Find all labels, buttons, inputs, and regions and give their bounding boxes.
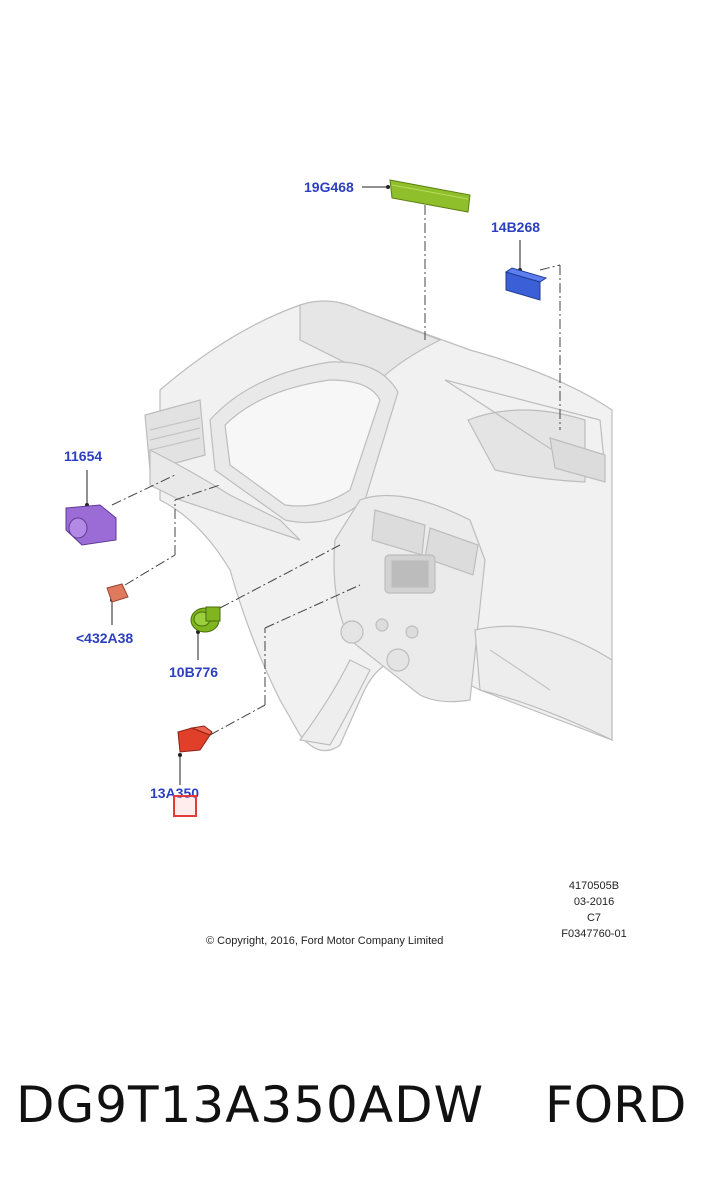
trim-strip-icon — [389, 179, 471, 213]
drawing-file: F0347760-01 — [561, 928, 627, 940]
connector-icon — [106, 583, 129, 603]
headlamp-switch-icon — [65, 504, 117, 546]
hazard-switch-icon — [177, 725, 213, 753]
selected-part-highlight — [173, 795, 197, 817]
instrument-panel — [144, 300, 613, 752]
callout-11654: 11654 — [64, 448, 103, 464]
drawing-date: 03-2016 — [573, 896, 615, 908]
switch-module-icon — [504, 267, 548, 301]
exploded-diagram — [65, 179, 613, 785]
part-number-caption: DG9T13A350ADW — [16, 1076, 485, 1134]
drawing-reference: 4170505B 03-2016 C7 F0347760-01 — [556, 878, 632, 942]
brand-caption: FORD — [545, 1076, 687, 1134]
copyright-notice: © Copyright, 2016, Ford Motor Company Li… — [206, 935, 444, 947]
callout-14B268: 14B268 — [491, 219, 541, 235]
callout-19G468: 19G468 — [304, 179, 354, 195]
callout-13A350: 13A350 — [150, 785, 200, 801]
callout-432A38: <432A38 — [76, 630, 134, 646]
callout-10B776: 10B776 — [169, 664, 219, 680]
push-button-icon — [190, 606, 221, 633]
drawing-code: C7 — [586, 912, 602, 924]
dashboard-illustration — [65, 179, 613, 785]
drawing-id: 4170505B — [568, 880, 620, 892]
